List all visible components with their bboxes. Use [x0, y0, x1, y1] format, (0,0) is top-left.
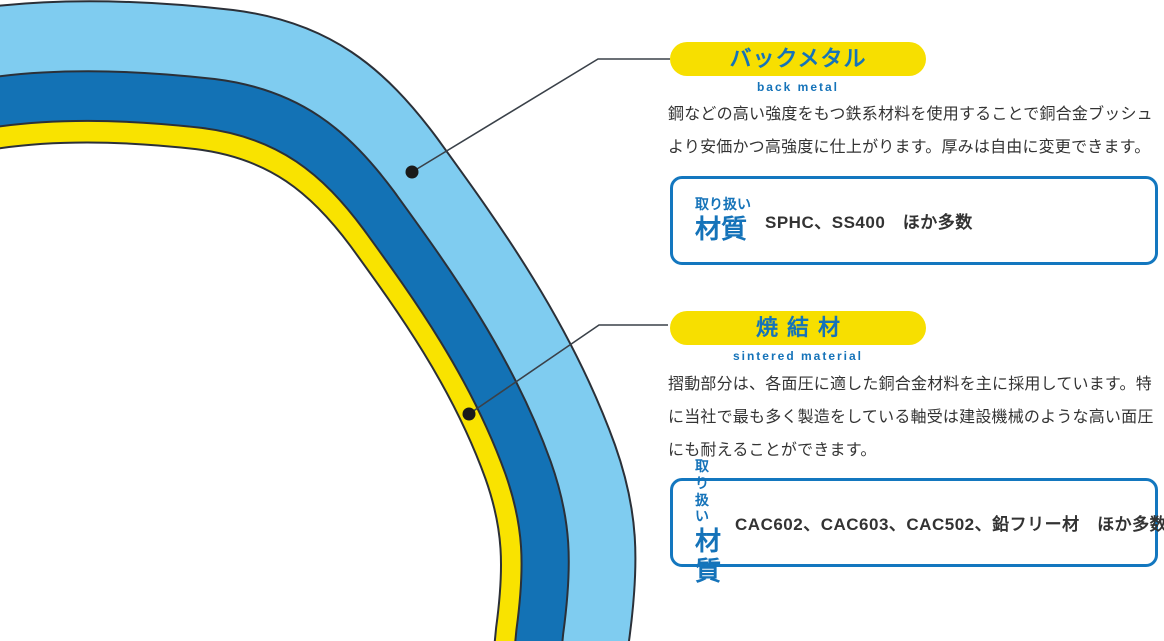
sintered-description: 摺動部分は、各面圧に適した銅合金材料を主に採用しています。特に当社で最も多く製造… — [668, 376, 1154, 459]
back-metal-materials-list: SPHC、SS400 ほか多数 — [765, 213, 973, 232]
bore-inner-area — [0, 96, 501, 641]
back-metal-description: 鋼などの高い強度をもつ鉄系材料を使用することで銅合金ブッシュより安価かつ高強度に… — [668, 106, 1153, 156]
back-metal-subtitle: back metal — [756, 80, 840, 94]
leader-line-sintered — [468, 324, 668, 415]
sintered-title: 焼結材 — [755, 315, 849, 340]
back-metal-title: バックメタル — [729, 46, 867, 71]
sintered-subtitle: sintered material — [732, 349, 864, 363]
materials-label-top: 取り扱い — [695, 196, 751, 213]
sintered-materials-list: CAC602、CAC603、CAC502、鉛フリー材 ほか多数 — [735, 515, 1164, 534]
materials-label-bottom: 材質 — [695, 526, 722, 587]
leader-dot-sintered — [462, 407, 476, 421]
materials-label-top: 取り扱い — [695, 458, 709, 525]
sintered-label-pill: 焼結材 — [670, 311, 926, 345]
sintered-materials-box: 取り扱い 材質 CAC602、CAC603、CAC502、鉛フリー材 ほか多数 — [670, 458, 1164, 586]
back-metal-label-pill: バックメタル — [670, 42, 926, 76]
materials-label: 取り扱い 材質 — [695, 458, 721, 587]
materials-label: 取り扱い 材質 — [695, 196, 751, 245]
back-metal-materials-box: 取り扱い 材質 SPHC、SS400 ほか多数 — [670, 176, 1158, 265]
materials-label-bottom: 材質 — [695, 213, 748, 244]
leader-line-back-metal — [411, 58, 670, 173]
leader-dot-back-metal — [405, 165, 419, 179]
